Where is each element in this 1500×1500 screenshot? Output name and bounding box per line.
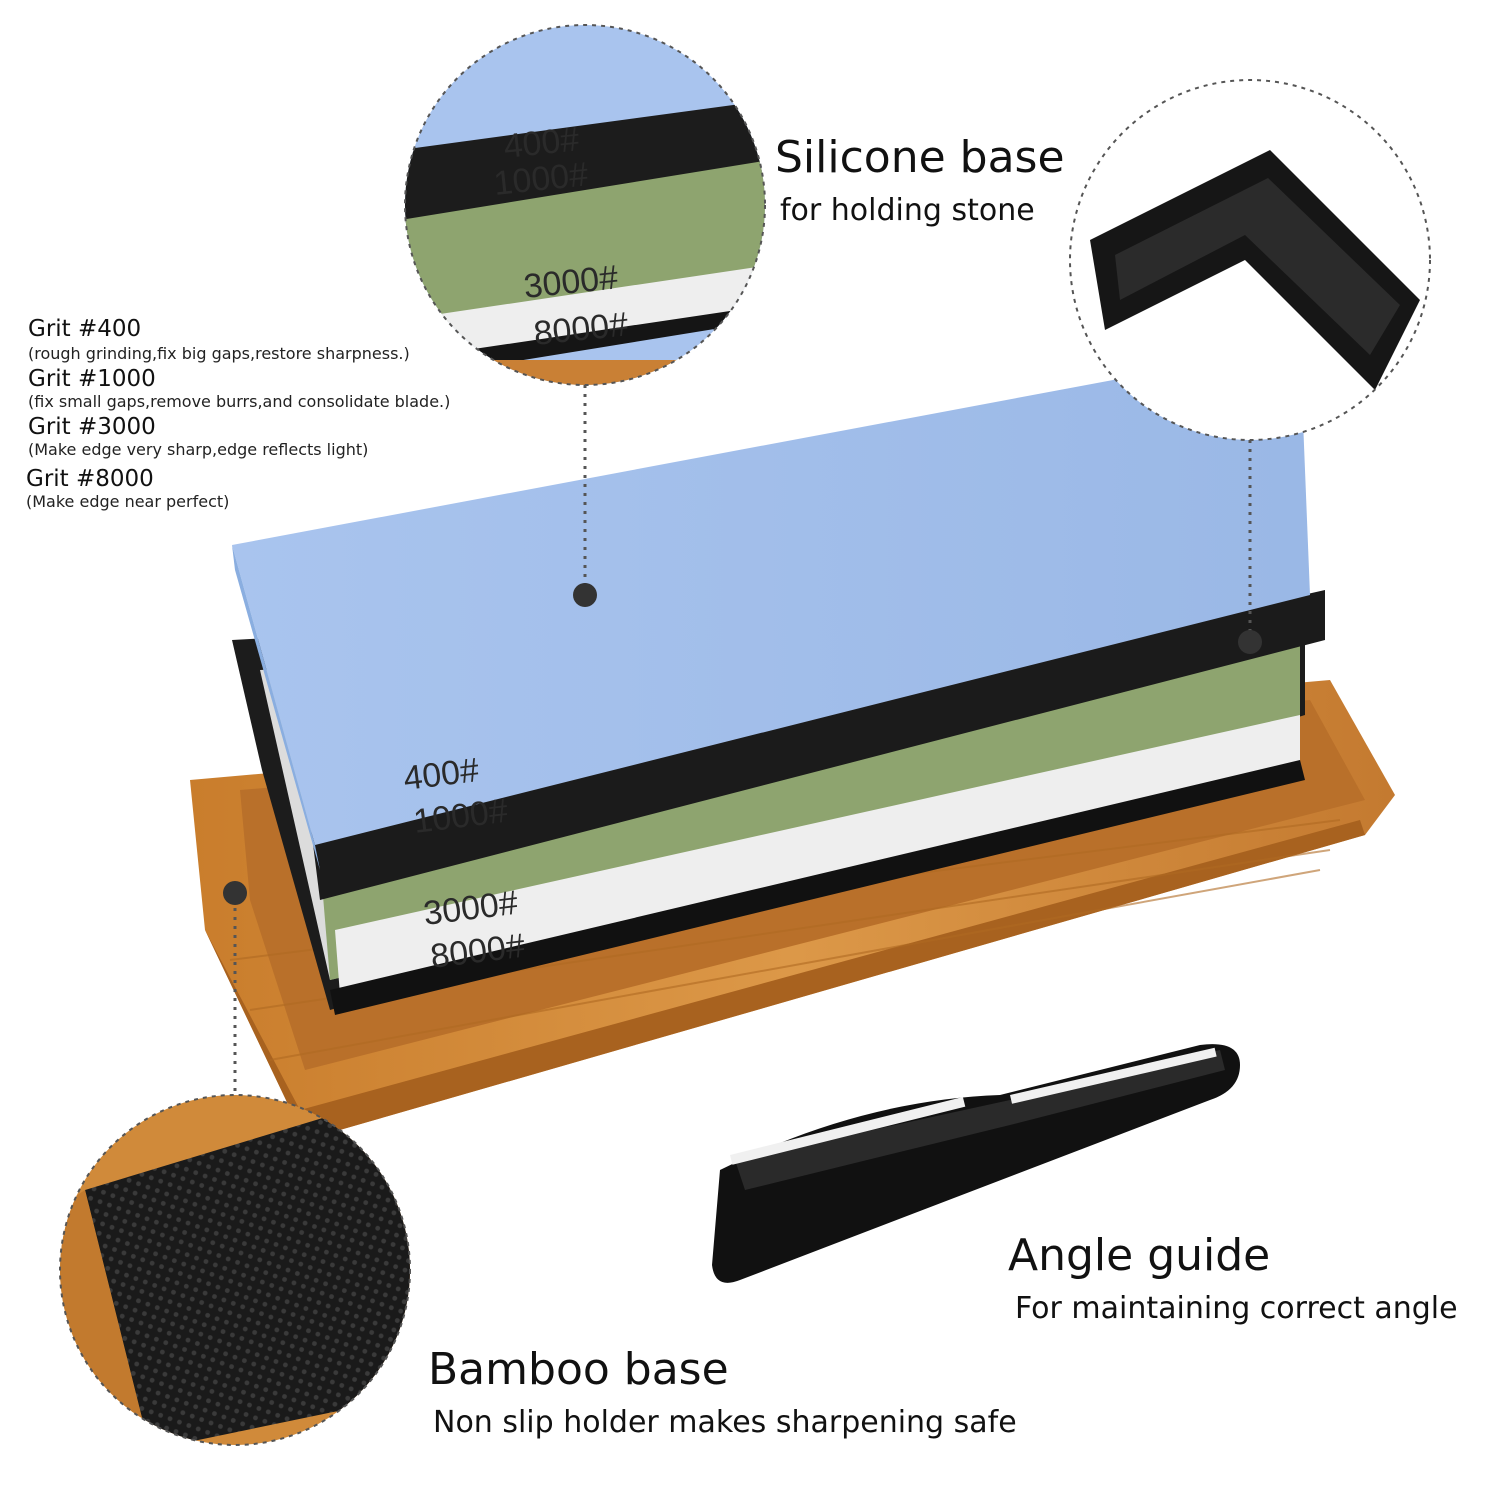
- grit-8000-desc: (Make edge near perfect): [26, 492, 230, 511]
- silicone-base-subtitle: for holding stone: [780, 193, 1035, 228]
- grit-3000-desc: (Make edge very sharp,edge reflects ligh…: [28, 440, 369, 459]
- grit-400-desc: (rough grinding,fix big gaps,restore sha…: [28, 344, 410, 363]
- grit-1000-title: Grit #1000: [28, 366, 156, 392]
- angle-guide-subtitle: For maintaining correct angle: [1015, 1291, 1458, 1326]
- grit-8000-title: Grit #8000: [26, 466, 154, 492]
- silicone-band-graphic: [310, 590, 1325, 900]
- blue-stone-graphic: [232, 345, 1310, 870]
- zoom-circle-grits: 400# 1000# 3000# 8000#: [404, 24, 766, 386]
- grit-1000-desc: (fix small gaps,remove burrs,and consoli…: [28, 392, 451, 411]
- bamboo-base-title: Bamboo base: [428, 1344, 729, 1395]
- zoom-circle-silicone: [1069, 79, 1431, 441]
- angle-guide-title: Angle guide: [1008, 1230, 1271, 1281]
- zoom-label-400: 400#: [502, 120, 581, 166]
- silicone-base-title: Silicone base: [775, 132, 1065, 183]
- connector-lines: [233, 385, 1252, 1095]
- grit-3000-title: Grit #3000: [28, 414, 156, 440]
- callout-dot-bamboo: [223, 881, 247, 905]
- callout-dot-grit: [573, 583, 597, 607]
- callout-dot-silicone: [1238, 630, 1262, 654]
- bamboo-base-subtitle: Non slip holder makes sharpening safe: [433, 1405, 1017, 1440]
- stone-label-400: 400#: [401, 751, 481, 798]
- angle-guide-graphic: [712, 1044, 1240, 1283]
- grit-400-title: Grit #400: [28, 316, 142, 342]
- zoom-circle-bamboo: [59, 1094, 411, 1446]
